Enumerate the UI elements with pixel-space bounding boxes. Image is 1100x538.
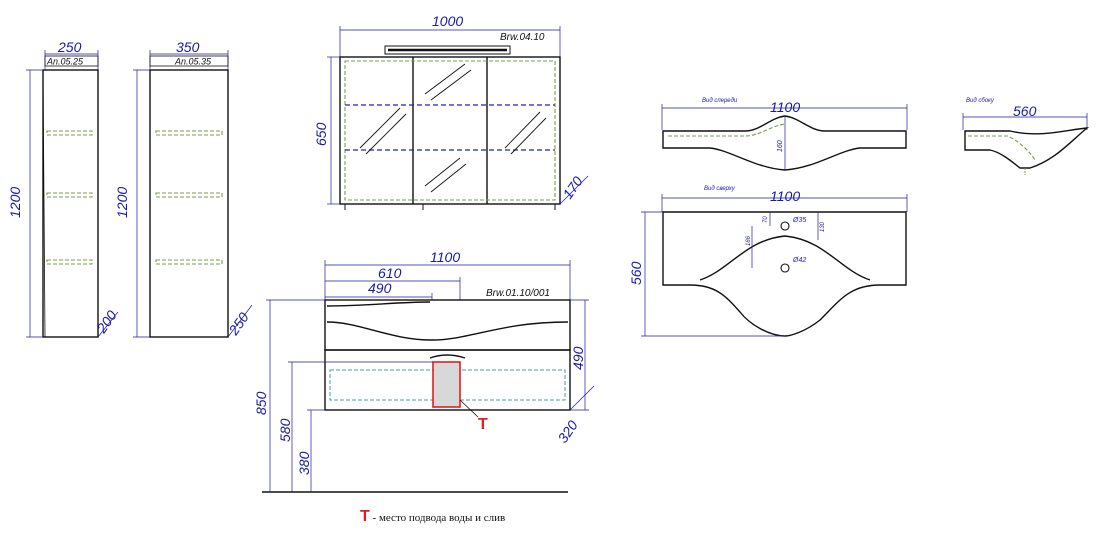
cabinet2-width-label: 350 — [176, 39, 200, 55]
mirror-height-label: 650 — [313, 122, 329, 146]
top-width-label: 1100 — [770, 188, 800, 204]
drain-hole-label: Ø42 — [792, 257, 806, 264]
cabinet2-code: An.05.35 — [174, 57, 212, 67]
vanity-490-label: 490 — [368, 280, 392, 296]
vanity-610-label: 610 — [378, 265, 402, 281]
side-basin-outline — [964, 127, 1090, 169]
cabinet1-depth-label: 200 — [93, 307, 120, 336]
vanity-580-label: 580 — [277, 418, 293, 442]
vanity-code: Brw.01.10/001 — [486, 288, 550, 299]
side-depth-label: 560 — [1013, 103, 1037, 119]
mirror-cabinet-body — [339, 56, 561, 205]
mirror-width-label: 1000 — [432, 13, 463, 29]
top-depth-label: 560 — [628, 261, 644, 285]
front-width-label: 1100 — [770, 99, 800, 115]
basin-side-view: Вид сбоку 560 — [962, 98, 1090, 175]
cabinet1-code: An.05.25 — [46, 57, 84, 67]
legend-text: - место подвода воды и слив — [372, 512, 506, 524]
tap-hole-label: Ø35 — [792, 217, 806, 224]
front-basin-outline — [662, 115, 907, 171]
cabinet2-height-label: 1200 — [114, 187, 130, 218]
cabinet1-body — [42, 69, 99, 338]
vanity-drawer — [324, 349, 571, 411]
water-drain-zone — [432, 361, 461, 408]
legend: T - место подвода воды и слив — [360, 508, 505, 526]
legend-marker: T — [360, 508, 370, 525]
vanity-850-label: 850 — [253, 391, 269, 415]
vanity-490-height-label: 490 — [570, 346, 586, 370]
basin-front-view: Вид спереди 1100 160 — [661, 98, 908, 171]
top-186-label: 186 — [746, 235, 752, 246]
vanity-width-label: 1100 — [430, 249, 460, 265]
basin-top-view: Вид сверху 1100 Ø35 Ø42 70 130 186 560 — [628, 186, 908, 337]
top-130-label: 130 — [820, 221, 826, 232]
vanity-basin-top — [324, 299, 571, 351]
front-160-label: 160 — [777, 140, 784, 152]
cabinet2-body — [149, 69, 229, 338]
vanity-unit: 1100 610 490 Brw.01.10/001 T 850 580 380… — [253, 249, 595, 493]
side-view-label: Вид сбоку — [966, 98, 995, 104]
top-basin-outline — [662, 211, 907, 337]
top-view-label: Вид сверху — [704, 186, 736, 192]
vanity-depth-label: 320 — [554, 417, 581, 445]
top-70-label: 70 — [763, 216, 769, 223]
tall-cabinet-1: 250 An.05.25 1200 200 — [7, 39, 120, 338]
tap-hole — [780, 221, 790, 231]
cabinet2-depth-label: 250 — [225, 309, 252, 338]
drain-hole — [780, 263, 790, 273]
cabinet1-width-label: 250 — [57, 39, 82, 55]
mirror-code: Brw.04.10 — [500, 32, 545, 43]
mirror-depth-label: 170 — [559, 173, 586, 201]
tall-cabinet-2: 350 An.05.35 1200 250 — [114, 39, 253, 339]
vanity-380-label: 380 — [296, 451, 312, 475]
cabinet1-height-label: 1200 — [7, 187, 23, 218]
mirror-cabinet: 1000 Brw.04.10 650 170 — [313, 13, 589, 210]
water-point-marker: T — [478, 416, 488, 433]
front-view-label: Вид спереди — [702, 98, 738, 104]
